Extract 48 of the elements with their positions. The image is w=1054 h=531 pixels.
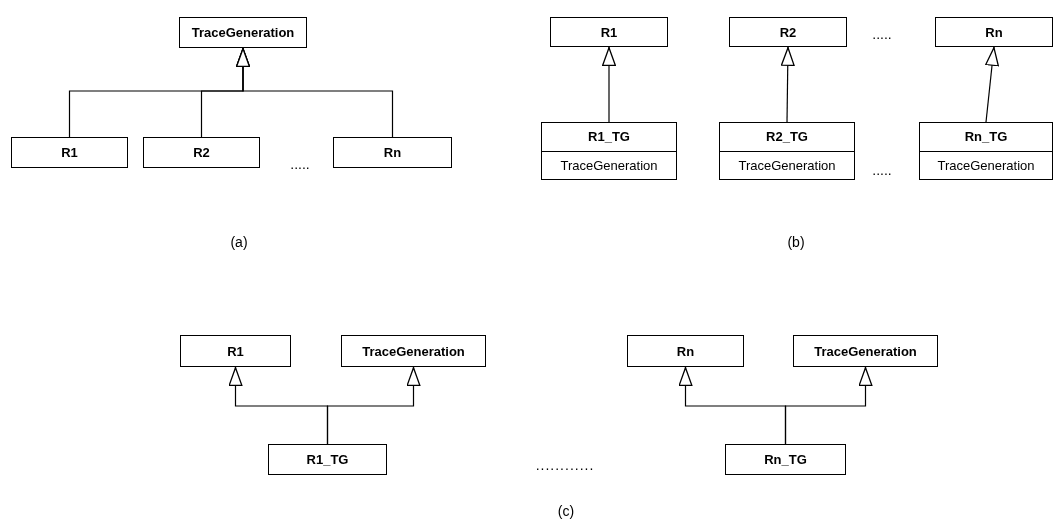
class-name: R2 xyxy=(192,144,211,162)
class-name: Rn_TG xyxy=(963,128,1009,147)
ellipsis-text: ..... xyxy=(872,26,892,42)
panel-caption: (c) xyxy=(557,503,575,519)
class-name: R1_TG xyxy=(305,451,350,469)
class-name: Rn xyxy=(382,144,403,162)
class-box xyxy=(179,17,307,48)
class-name: R1 xyxy=(60,144,79,162)
class-name: R1 xyxy=(226,342,245,361)
class-box xyxy=(143,137,260,168)
class-name: Rn_TG xyxy=(763,451,808,469)
class-name: Rn xyxy=(984,23,1004,42)
inheritance-arrow xyxy=(602,46,616,123)
class-name: R1 xyxy=(599,23,619,42)
class-box xyxy=(541,122,677,180)
panel-caption: (b) xyxy=(787,234,805,250)
panel-caption: (a) xyxy=(230,234,248,250)
class-name: TraceGeneration xyxy=(361,342,466,361)
class-name: Rn xyxy=(675,342,696,361)
class-name: R2 xyxy=(778,23,798,42)
ellipsis-text: ..... xyxy=(290,156,310,172)
inheritance-arrow xyxy=(985,46,999,123)
class-name: TraceGeneration xyxy=(813,342,918,361)
inheritance-arrow xyxy=(784,366,873,445)
class-box xyxy=(627,335,744,367)
inheritance-arrow xyxy=(780,46,795,123)
class-box xyxy=(180,335,291,367)
inheritance-arrow xyxy=(236,47,394,138)
ellipsis-text: ............ xyxy=(535,457,595,473)
class-box xyxy=(935,17,1053,47)
class-attribute: TraceGeneration xyxy=(920,150,1052,179)
class-box xyxy=(550,17,668,47)
class-box xyxy=(719,122,855,180)
class-name: R1_TG xyxy=(587,128,631,147)
class-box xyxy=(729,17,847,47)
class-attribute: TraceGeneration xyxy=(720,150,854,179)
class-attribute: TraceGeneration xyxy=(542,150,676,179)
inheritance-arrow xyxy=(326,366,421,445)
class-box xyxy=(333,137,452,168)
class-name: TraceGeneration xyxy=(190,24,296,42)
class-box xyxy=(793,335,938,367)
class-box xyxy=(725,444,846,475)
class-box xyxy=(919,122,1053,180)
class-box xyxy=(268,444,387,475)
ellipsis-text: ..... xyxy=(872,162,892,178)
class-box xyxy=(11,137,128,168)
class-box xyxy=(341,335,486,367)
class-name: R2_TG xyxy=(765,128,809,147)
